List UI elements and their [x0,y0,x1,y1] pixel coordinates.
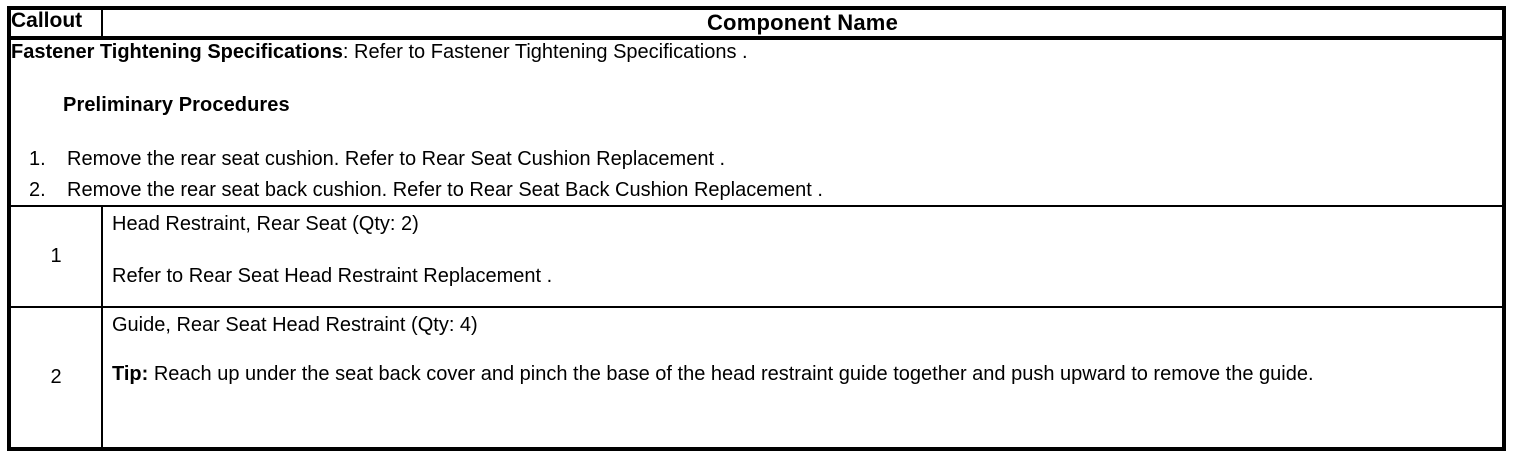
table-row: 1 Head Restraint, Rear Seat (Qty: 2) Ref… [8,204,1505,308]
fastener-tightening-label: Fastener Tightening Specifications [11,41,343,63]
fastener-tightening-line: Fastener Tightening Specifications: Refe… [11,40,1502,65]
column-header-component-name: Component Name [101,7,1505,40]
component-description-cell: Guide, Rear Seat Head Restraint (Qty: 4)… [101,305,1505,450]
tip-label: Tip: [112,362,149,385]
fastener-tightening-text: : Refer to Fastener Tightening Specifica… [342,41,748,63]
tip-text: Reach up under the seat back cover and p… [148,362,1314,385]
table-header-row: Callout Component Name [8,7,1505,40]
list-item: Remove the rear seat back cushion. Refer… [29,175,823,206]
component-tip: Tip: Reach up under the seat back cover … [112,362,1492,387]
component-refer-text: Refer to Rear Seat Head Restraint Replac… [112,264,553,287]
component-specification-table: Callout Component Name Fastener Tighteni… [7,6,1506,451]
column-header-callout: Callout [8,7,103,40]
component-title: Head Restraint, Rear Seat (Qty: 2) [112,212,419,235]
callout-number: 1 [8,204,103,308]
callout-number: 2 [8,305,103,450]
preliminary-procedures-heading: Preliminary Procedures [63,93,290,116]
list-item: Remove the rear seat cushion. Refer to R… [29,144,726,175]
preliminary-procedures-row: Fastener Tightening Specifications: Refe… [8,37,1505,207]
table-row: 2 Guide, Rear Seat Head Restraint (Qty: … [8,305,1505,450]
preliminary-steps-list: Remove the rear seat cushion. Refer to R… [11,144,1502,205]
component-description-cell: Head Restraint, Rear Seat (Qty: 2) Refer… [101,204,1505,308]
preliminary-procedures-cell: Fastener Tightening Specifications: Refe… [8,37,1505,207]
component-title: Guide, Rear Seat Head Restraint (Qty: 4) [112,313,478,336]
